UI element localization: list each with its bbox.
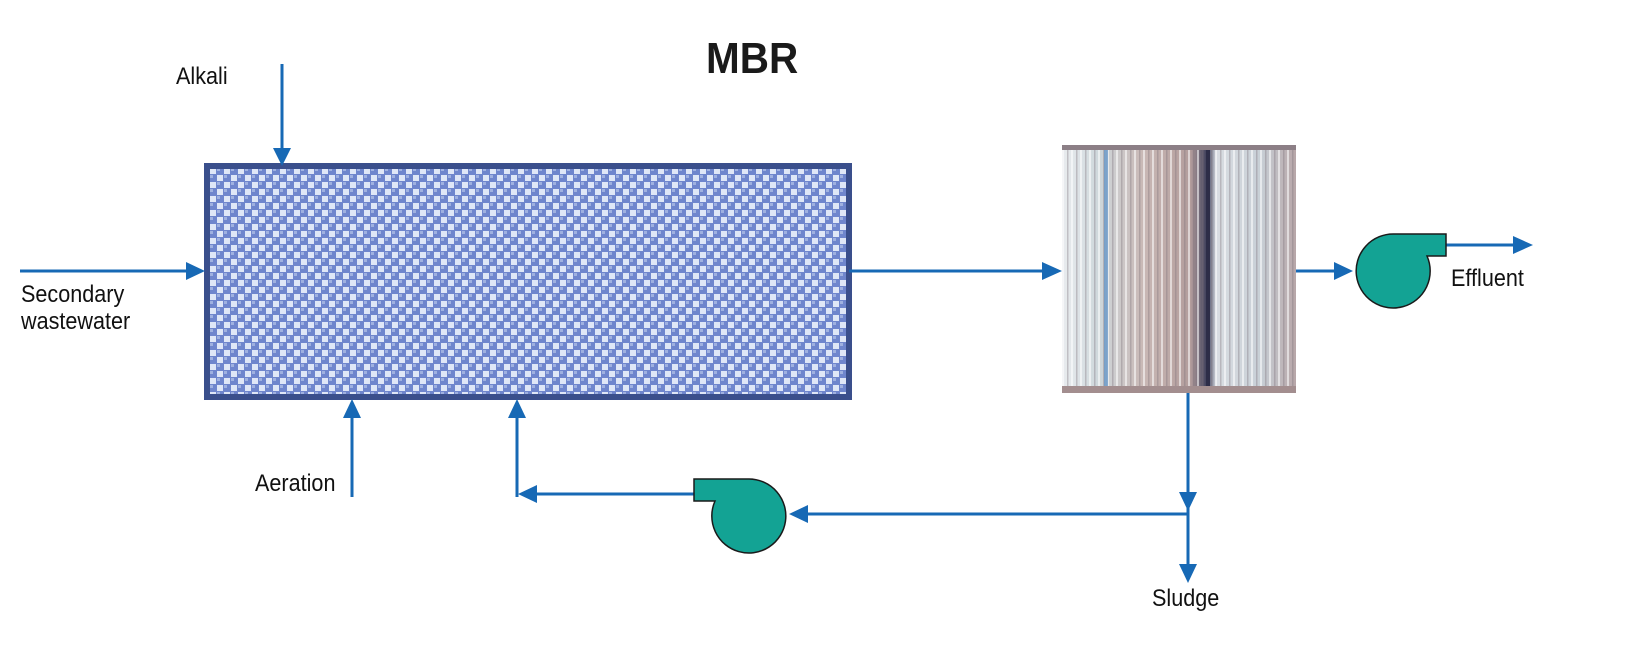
alkali-label: Alkali xyxy=(176,63,228,90)
arrowheads xyxy=(186,148,1533,583)
effluent-pump-icon xyxy=(1355,233,1447,309)
alkali-arrowhead xyxy=(273,148,291,166)
sludge-arrowhead xyxy=(1179,564,1197,583)
aeration-arrowhead xyxy=(343,399,361,418)
effluent-arrowhead xyxy=(1513,236,1533,254)
sludge-label: Sludge xyxy=(1152,585,1220,612)
pump-inlet-arrowhead xyxy=(1334,262,1353,280)
aeration-label: Aeration xyxy=(255,470,336,497)
recycle-pump-inlet-arrowhead xyxy=(789,505,808,523)
aeration-tank xyxy=(204,163,852,400)
recycle-left-arrowhead xyxy=(518,485,537,503)
diagram-title: MBR xyxy=(706,34,799,83)
effluent-label: Effluent xyxy=(1451,265,1524,292)
drain-arrowhead xyxy=(1179,492,1197,511)
membrane-inlet-arrowhead xyxy=(1042,262,1062,280)
membrane-module xyxy=(1062,145,1296,393)
recycle-pump-icon xyxy=(693,478,787,554)
recycle-up-arrowhead xyxy=(508,399,526,418)
secondary-wastewater-label-line2: wastewater xyxy=(21,308,131,335)
secondary-wastewater-label-line1: Secondary xyxy=(21,281,125,308)
secondary-arrowhead xyxy=(186,262,205,280)
